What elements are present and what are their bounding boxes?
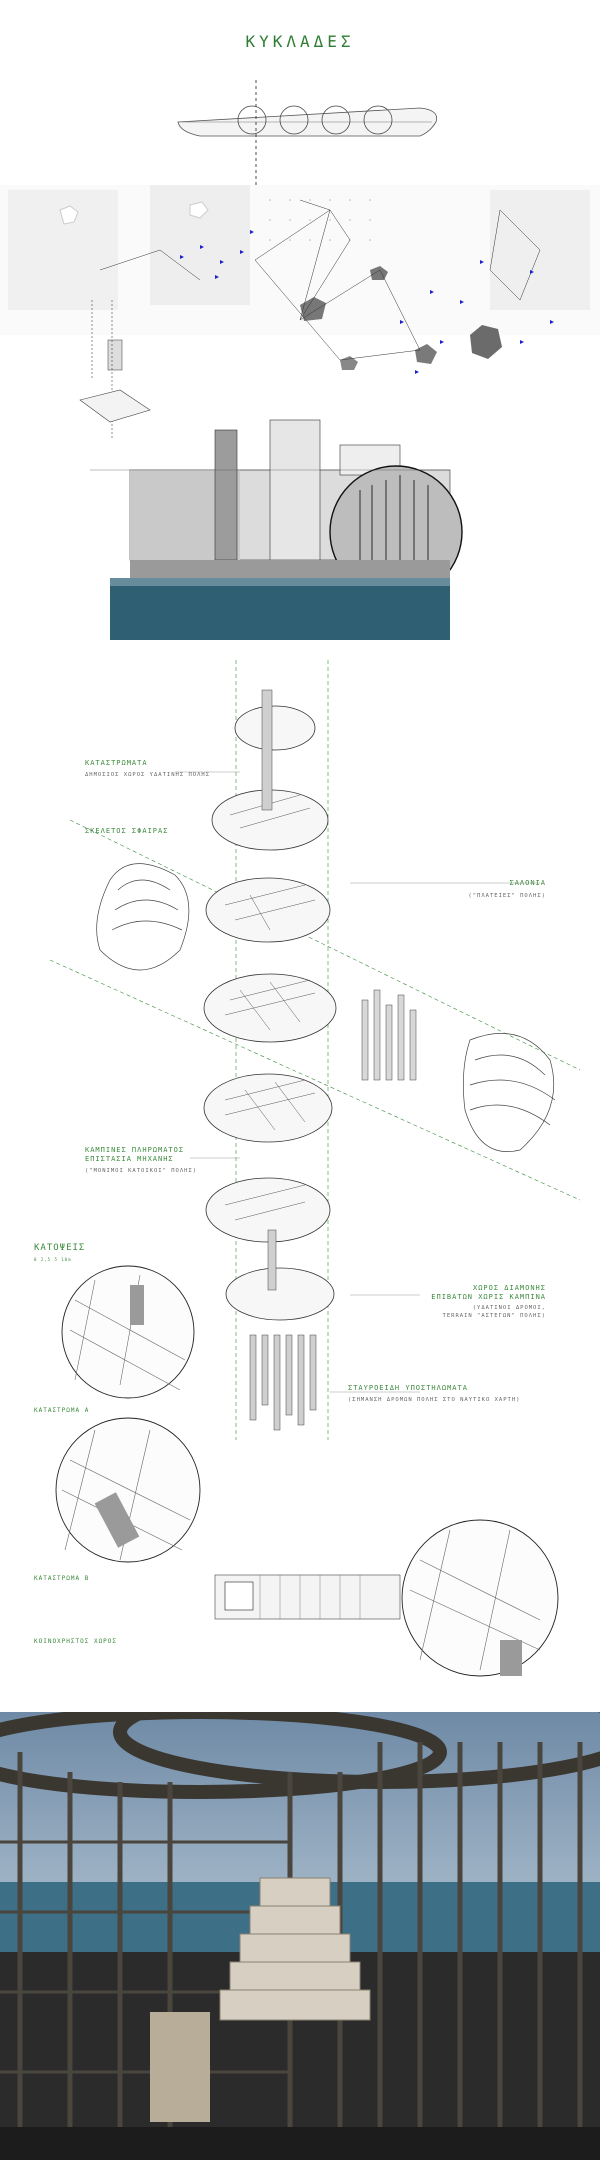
label-deck-b: ΚΑΤΑΣΤΡΩΜΑ Β — [34, 1575, 90, 1582]
label-passengers-2: ΕΠΙΒΑΤΩΝ ΧΩΡΙΣ ΚΑΜΠΙΝΑ — [431, 1293, 546, 1301]
label-decks: ΚΑΤΑΣΤΡΩΜΑΤΑ — [85, 759, 148, 767]
label-cross-pillars-sub: (ΣΗΜΑΝΣΗ ΔΡΟΜΩΝ ΠΟΛΗΣ ΣΤΟ ΝΑΥΤΙΚΟ ΧΑΡΤΗ) — [348, 1397, 521, 1403]
label-passengers-sub-1: (ΥΔΑΤΙΝΟΙ ΔΡΟΜΟΙ, — [472, 1305, 546, 1311]
page-title: ΚΥΚΛΑΔΕΣ — [245, 32, 355, 51]
exploded-axonometric — [49, 660, 581, 1440]
label-passengers-sub-2: TERRAIN "ΑΣΤΕΓΩΝ" ΠΟΛΗΣ) — [442, 1313, 546, 1319]
label-ground: ΚΟΙΝΟΧΡΗΣΤΟΣ ΧΩΡΟΣ — [34, 1638, 118, 1645]
cyclades-map — [0, 185, 600, 440]
label-plans: ΚΑΤΟΨΕΙΣ — [34, 1243, 86, 1253]
label-lounges-sub: ("ΠΛΑΤΕΙΕΣ" ΠΟΛΗΣ) — [468, 893, 546, 899]
label-passengers-1: ΧΩΡΟΣ ΔΙΑΜΟΝΗΣ — [472, 1284, 546, 1292]
ship-section-drawing — [177, 80, 438, 210]
label-cross-pillars: ΣΤΑΥΡΟΕΙΔΗ ΥΠΟΣΤΗΛΩΜΑΤΑ — [348, 1384, 468, 1392]
label-cabins-1: ΚΑΜΠΙΝΕΣ ΠΛΗΡΩΜΑΤΟΣ — [85, 1146, 185, 1154]
interior-render — [0, 1712, 600, 2160]
floor-plans — [55, 1265, 559, 1677]
label-deck-a: ΚΑΤΑΣΤΡΩΜΑ Α — [34, 1407, 90, 1414]
ship-cross-section-render — [90, 419, 463, 640]
label-cabins-sub: ("ΜΟΝΙΜΟΙ ΚΑΤΟΙΚΟΙ" ΠΟΛΗΣ) — [85, 1168, 198, 1174]
label-lounges: ΣΑΛΟΝΙΑ — [509, 879, 546, 887]
drawing-canvas — [0, 80, 600, 1677]
label-sphere-skeleton: ΣΚΕΛΕΤΟΣ ΣΦΑΙΡΑΣ — [85, 827, 169, 835]
scale-bar: 0 2,5 5 10m — [34, 1257, 72, 1262]
interior-render-image — [0, 1712, 600, 2160]
label-decks-sub: ΔΗΜΟΣΙΟΣ ΧΩΡΟΣ ΥΔΑΤΙΝΗΣ ΠΟΛΗΣ — [85, 772, 211, 778]
label-cabins-2: ΕΠΙΣΤΑΣΙΑ ΜΗΧΑΝΗΣ — [85, 1155, 174, 1163]
